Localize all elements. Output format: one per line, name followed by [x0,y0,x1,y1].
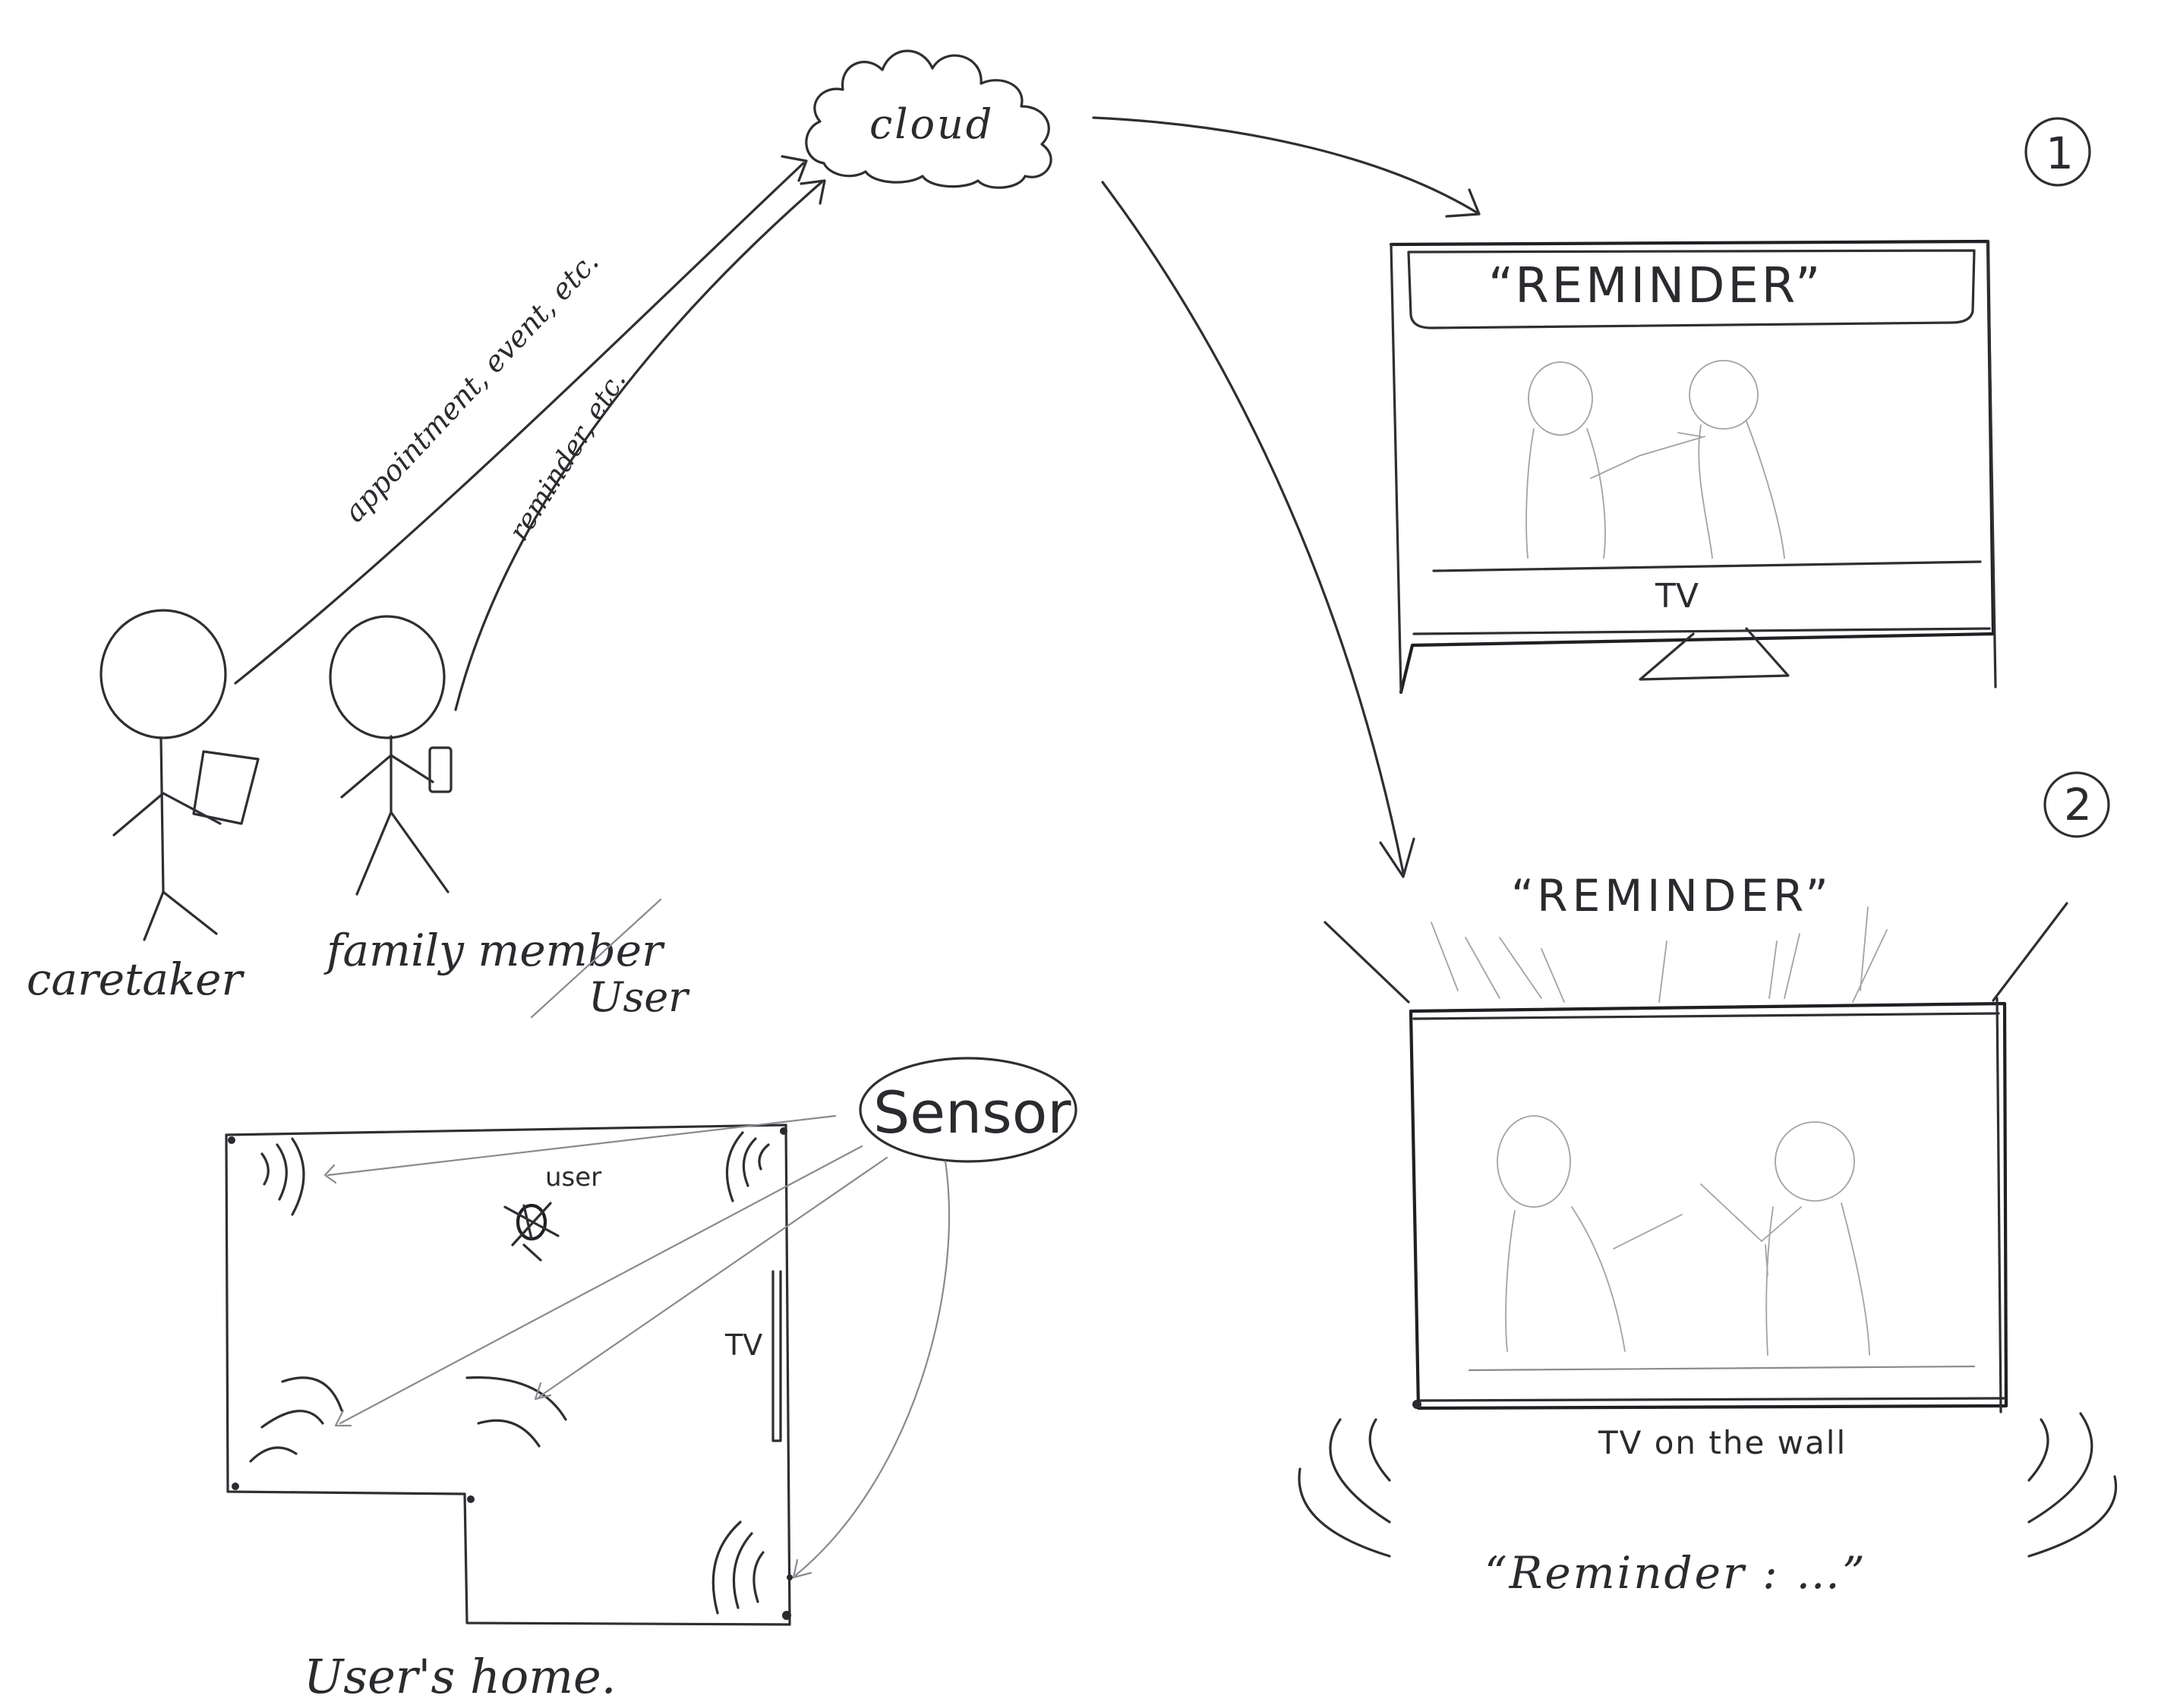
cloud-to-tv2-arrow [1103,182,1414,877]
scenario2-tv-label: TV on the wall [1598,1424,1847,1461]
home-tv-label: TV [724,1328,762,1362]
cloud: cloud [806,51,1051,188]
scenario1-banner: “REMINDER” [1488,258,1823,314]
family-to-cloud-arrow [456,181,825,710]
signal-waves [251,1133,768,1613]
screen-people-1 [1526,361,1784,558]
family-message-label: reminder, etc. [503,366,633,547]
tablet-icon [194,752,258,824]
screen-people-2 [1497,1116,1869,1355]
scenario2-sound-label: “Reminder : …” [1484,1547,1867,1599]
sensor: Sensor [860,1058,1076,1161]
family-member-label: family member [323,925,665,976]
cloud-label: cloud [869,100,994,148]
scenario-2: 2 “REMINDER” [1299,773,2116,1599]
caretaker-label: caretaker [27,953,245,1005]
user-label: User [588,973,690,1021]
tv-2 [1411,998,2006,1412]
caretaker-figure: caretaker [27,610,258,1005]
scenario1-tv-label: TV [1655,577,1699,616]
users-home-label: User's home. [304,1649,616,1704]
home-user-icon [505,1203,558,1260]
phone-icon [430,748,451,792]
scenario-1: 1 “REMINDER” TV [1391,118,2090,692]
home-floor-plan: TV user [226,1116,949,1704]
scenario1-marker: 1 [2046,128,2074,179]
home-user-label: user [545,1162,601,1193]
sensor-label: Sensor [873,1079,1071,1146]
family-member-figure: family member User [323,616,690,1021]
scenario2-marker: 2 [2064,779,2092,830]
tv-1: “REMINDER” TV [1391,241,1996,692]
sensor-rays [325,1116,949,1577]
caretaker-to-cloud-arrow [235,156,806,683]
scenario2-banner: “REMINDER” [1511,870,1833,922]
cloud-to-tv1-arrow [1093,118,1479,216]
